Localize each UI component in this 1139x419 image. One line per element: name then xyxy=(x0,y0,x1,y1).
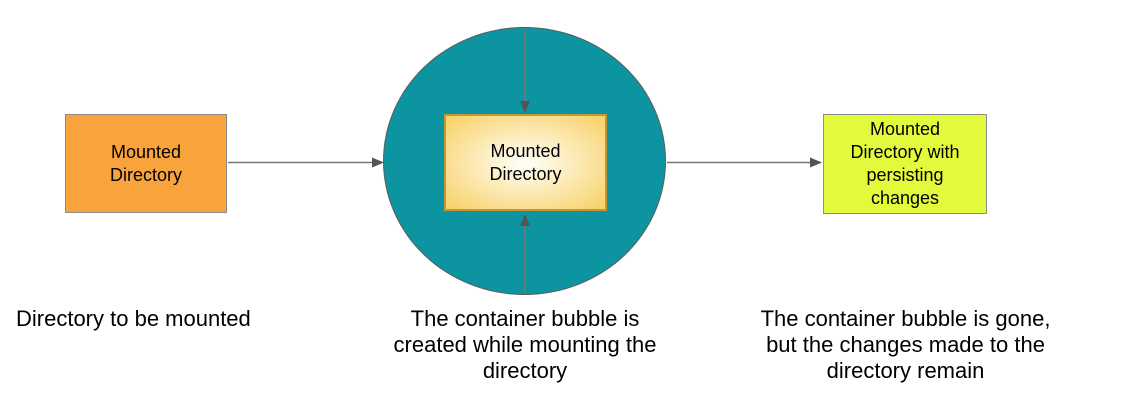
mounted-directory-box: Mounted Directory xyxy=(444,114,607,211)
caption-persisted: The container bubble is gone, but the ch… xyxy=(760,306,1051,383)
source-directory-label: Mounted Directory xyxy=(109,141,182,185)
source-directory-box: Mounted Directory xyxy=(65,114,227,213)
persisted-directory-label: Mounted Directory with persisting change… xyxy=(850,119,960,208)
caption-source: Directory to be mounted xyxy=(16,306,251,331)
mounted-directory-label: Mounted Directory xyxy=(489,140,562,184)
arrow-bubble-to-persisted xyxy=(667,157,822,168)
arrow-head xyxy=(810,157,822,168)
persisted-directory-box: Mounted Directory with persisting change… xyxy=(823,114,987,214)
caption-bubble: The container bubble is created while mo… xyxy=(393,306,657,383)
arrow-source-to-bubble xyxy=(228,157,384,168)
